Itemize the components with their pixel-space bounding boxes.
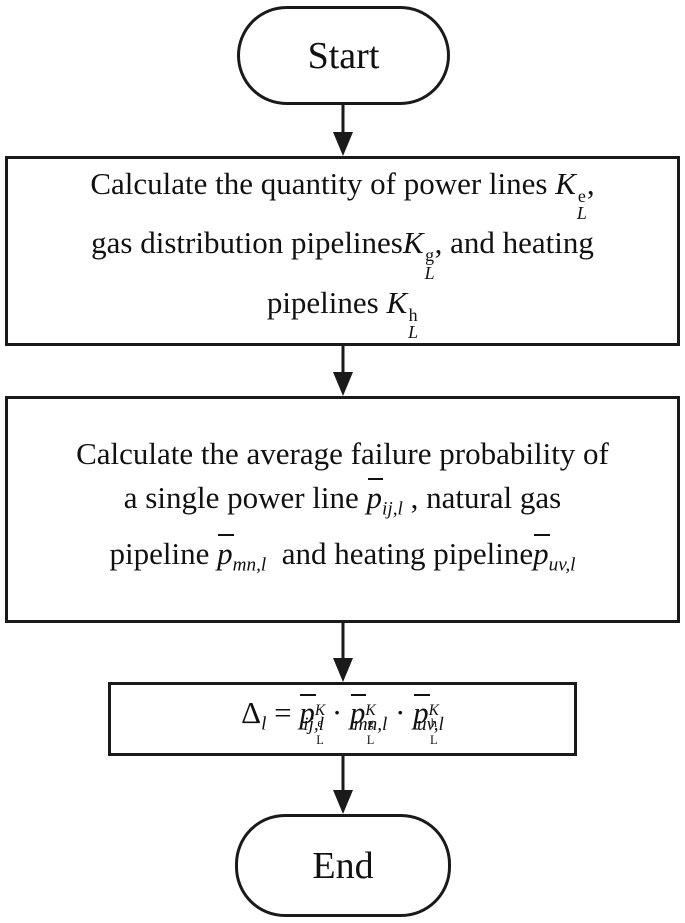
end-label: End bbox=[312, 844, 374, 887]
step2-line3: pipeline pmn,l and heating pipelinepuv,l bbox=[110, 532, 575, 588]
step2-line2: a single power line pij,l , natural gas bbox=[124, 476, 561, 532]
start-terminal: Start bbox=[237, 6, 450, 105]
arrow-step1-to-step2 bbox=[333, 345, 353, 396]
step2-line1: Calculate the average failure probabilit… bbox=[76, 435, 609, 471]
start-label: Start bbox=[307, 34, 380, 77]
arrow-step2-to-step3 bbox=[333, 622, 353, 682]
step-average-failure-box: Calculate the average failure probabilit… bbox=[5, 396, 680, 623]
arrow-step3-to-end bbox=[333, 755, 353, 814]
end-terminal: End bbox=[235, 814, 451, 917]
arrow-start-to-step1 bbox=[333, 103, 353, 156]
